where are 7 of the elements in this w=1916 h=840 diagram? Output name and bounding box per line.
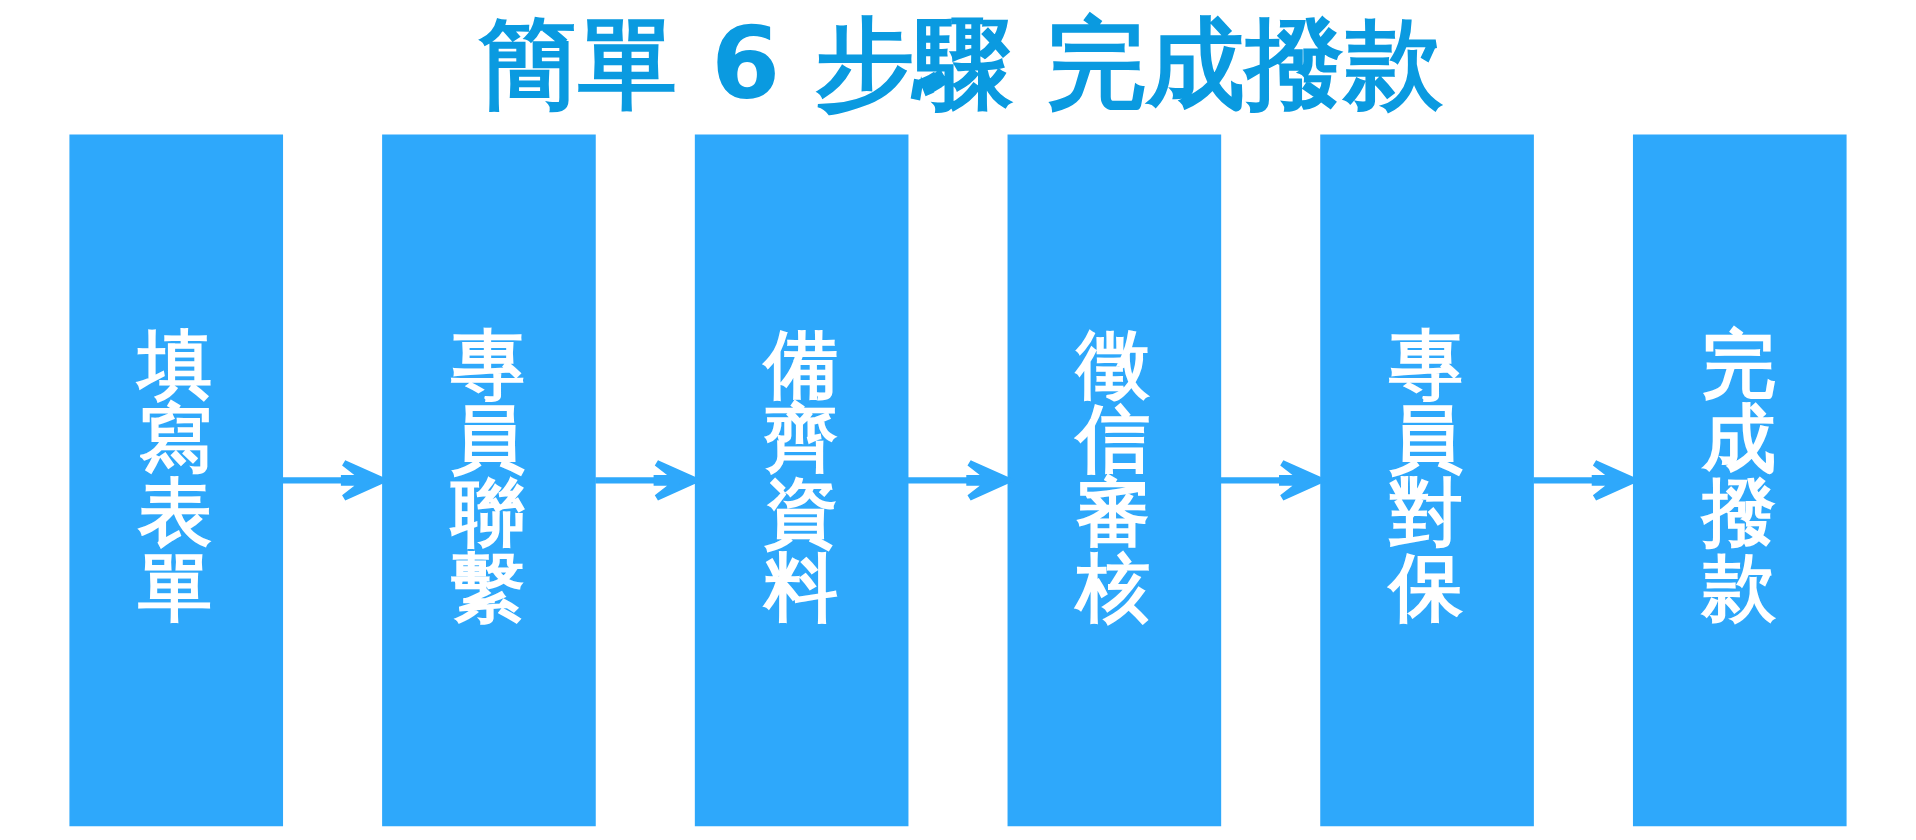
node-box: 備齊資料 — [694, 134, 909, 827]
node-box: 專員對保 — [1320, 134, 1534, 827]
node-box: 填寫表單 — [69, 134, 284, 827]
node-box: 專員聯繫 — [382, 134, 596, 827]
node-box: 完成撥款 — [1632, 134, 1847, 827]
node-box: 徵信審核 — [1007, 134, 1222, 827]
diagram-title: 簡單 6 步驟 完成撥款 — [478, 6, 1444, 122]
